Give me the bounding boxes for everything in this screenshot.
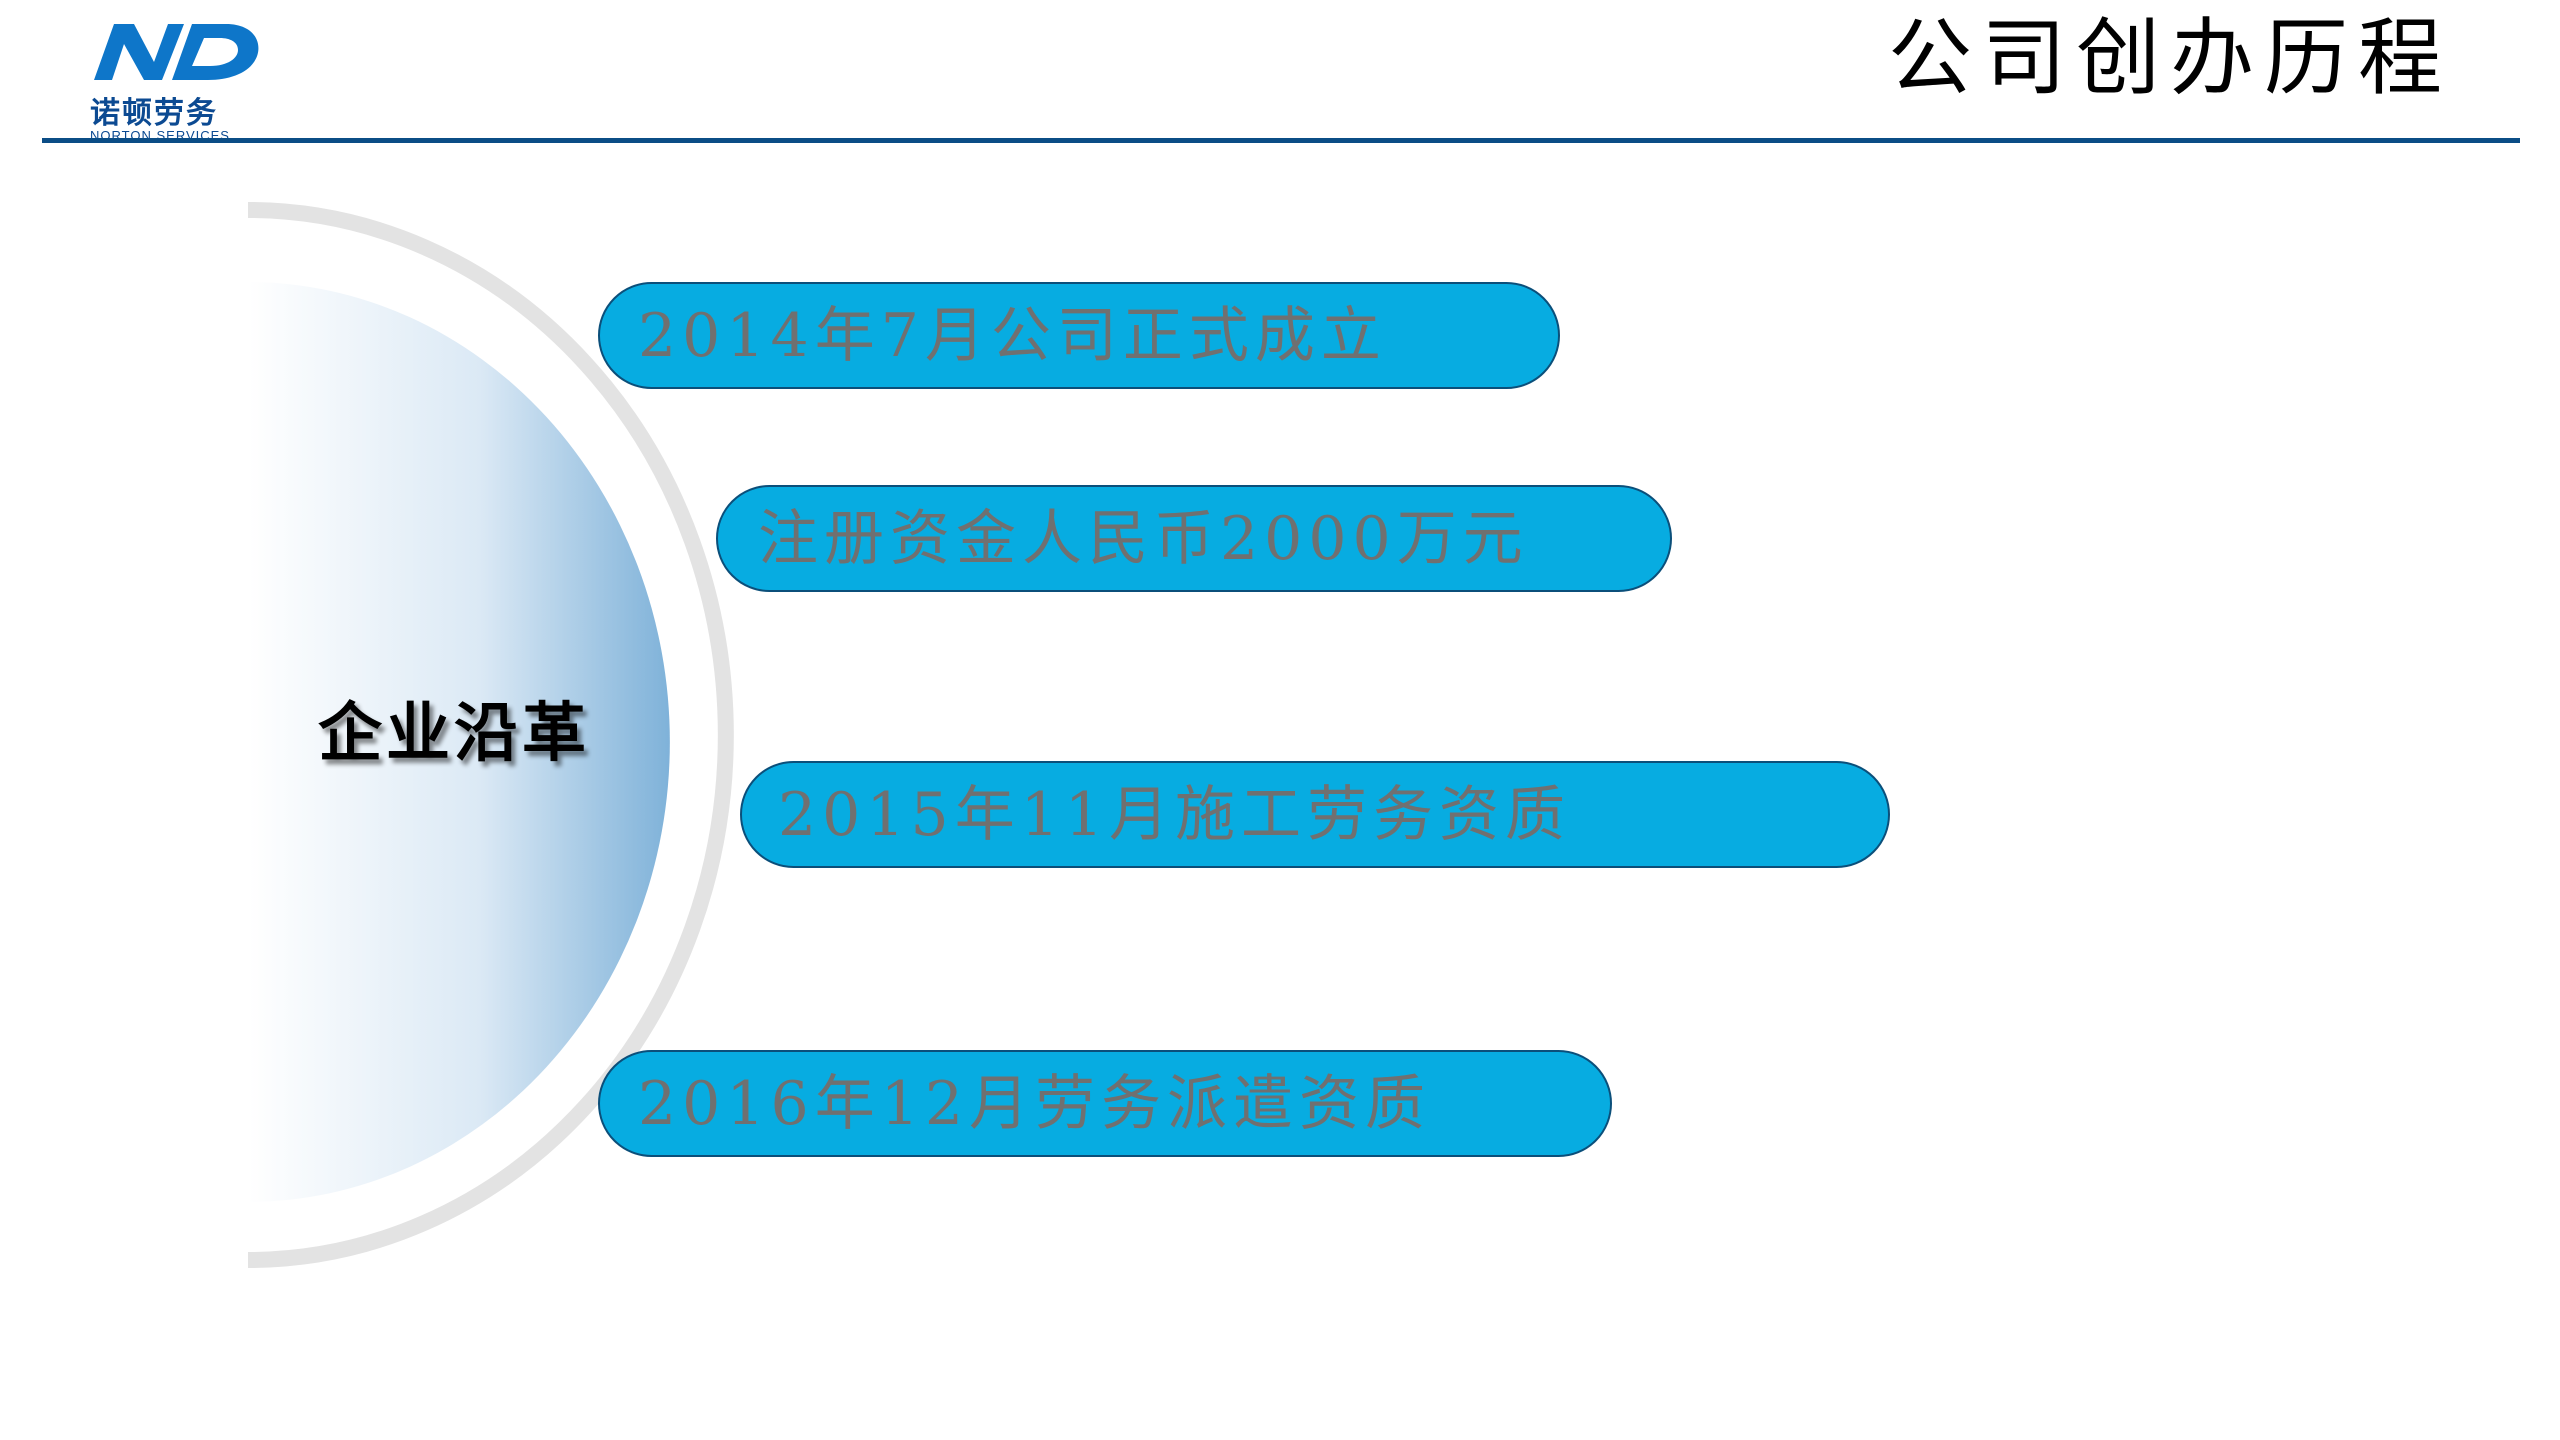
outer-arc xyxy=(247,202,734,1268)
logo-name-cn: 诺顿劳务 xyxy=(90,96,218,131)
milestone-text-3: 2015年11月施工劳务资质 xyxy=(778,779,1572,850)
milestone-text-1: 2014年7月公司正式成立 xyxy=(638,300,1387,371)
milestone-text-2: 注册资金人民币2000万元 xyxy=(758,503,1529,574)
milestone-pill-1: 2014年7月公司正式成立 xyxy=(598,282,1560,389)
milestone-pill-2: 注册资金人民币2000万元 xyxy=(716,485,1672,592)
milestone-pill-3: 2015年11月施工劳务资质 xyxy=(740,761,1890,868)
gradient-half-disc xyxy=(248,282,670,1202)
page-title: 公司创办历程 xyxy=(1887,9,2452,107)
logo-mark-icon xyxy=(94,24,259,80)
center-label: 企业沿革 xyxy=(318,696,590,771)
company-logo: 诺顿劳务 NORTON SERVICES xyxy=(88,18,278,143)
milestone-pill-4: 2016年12月劳务派遣资质 xyxy=(598,1050,1612,1157)
milestone-text-4: 2016年12月劳务派遣资质 xyxy=(638,1068,1432,1139)
header-divider xyxy=(42,138,2520,143)
